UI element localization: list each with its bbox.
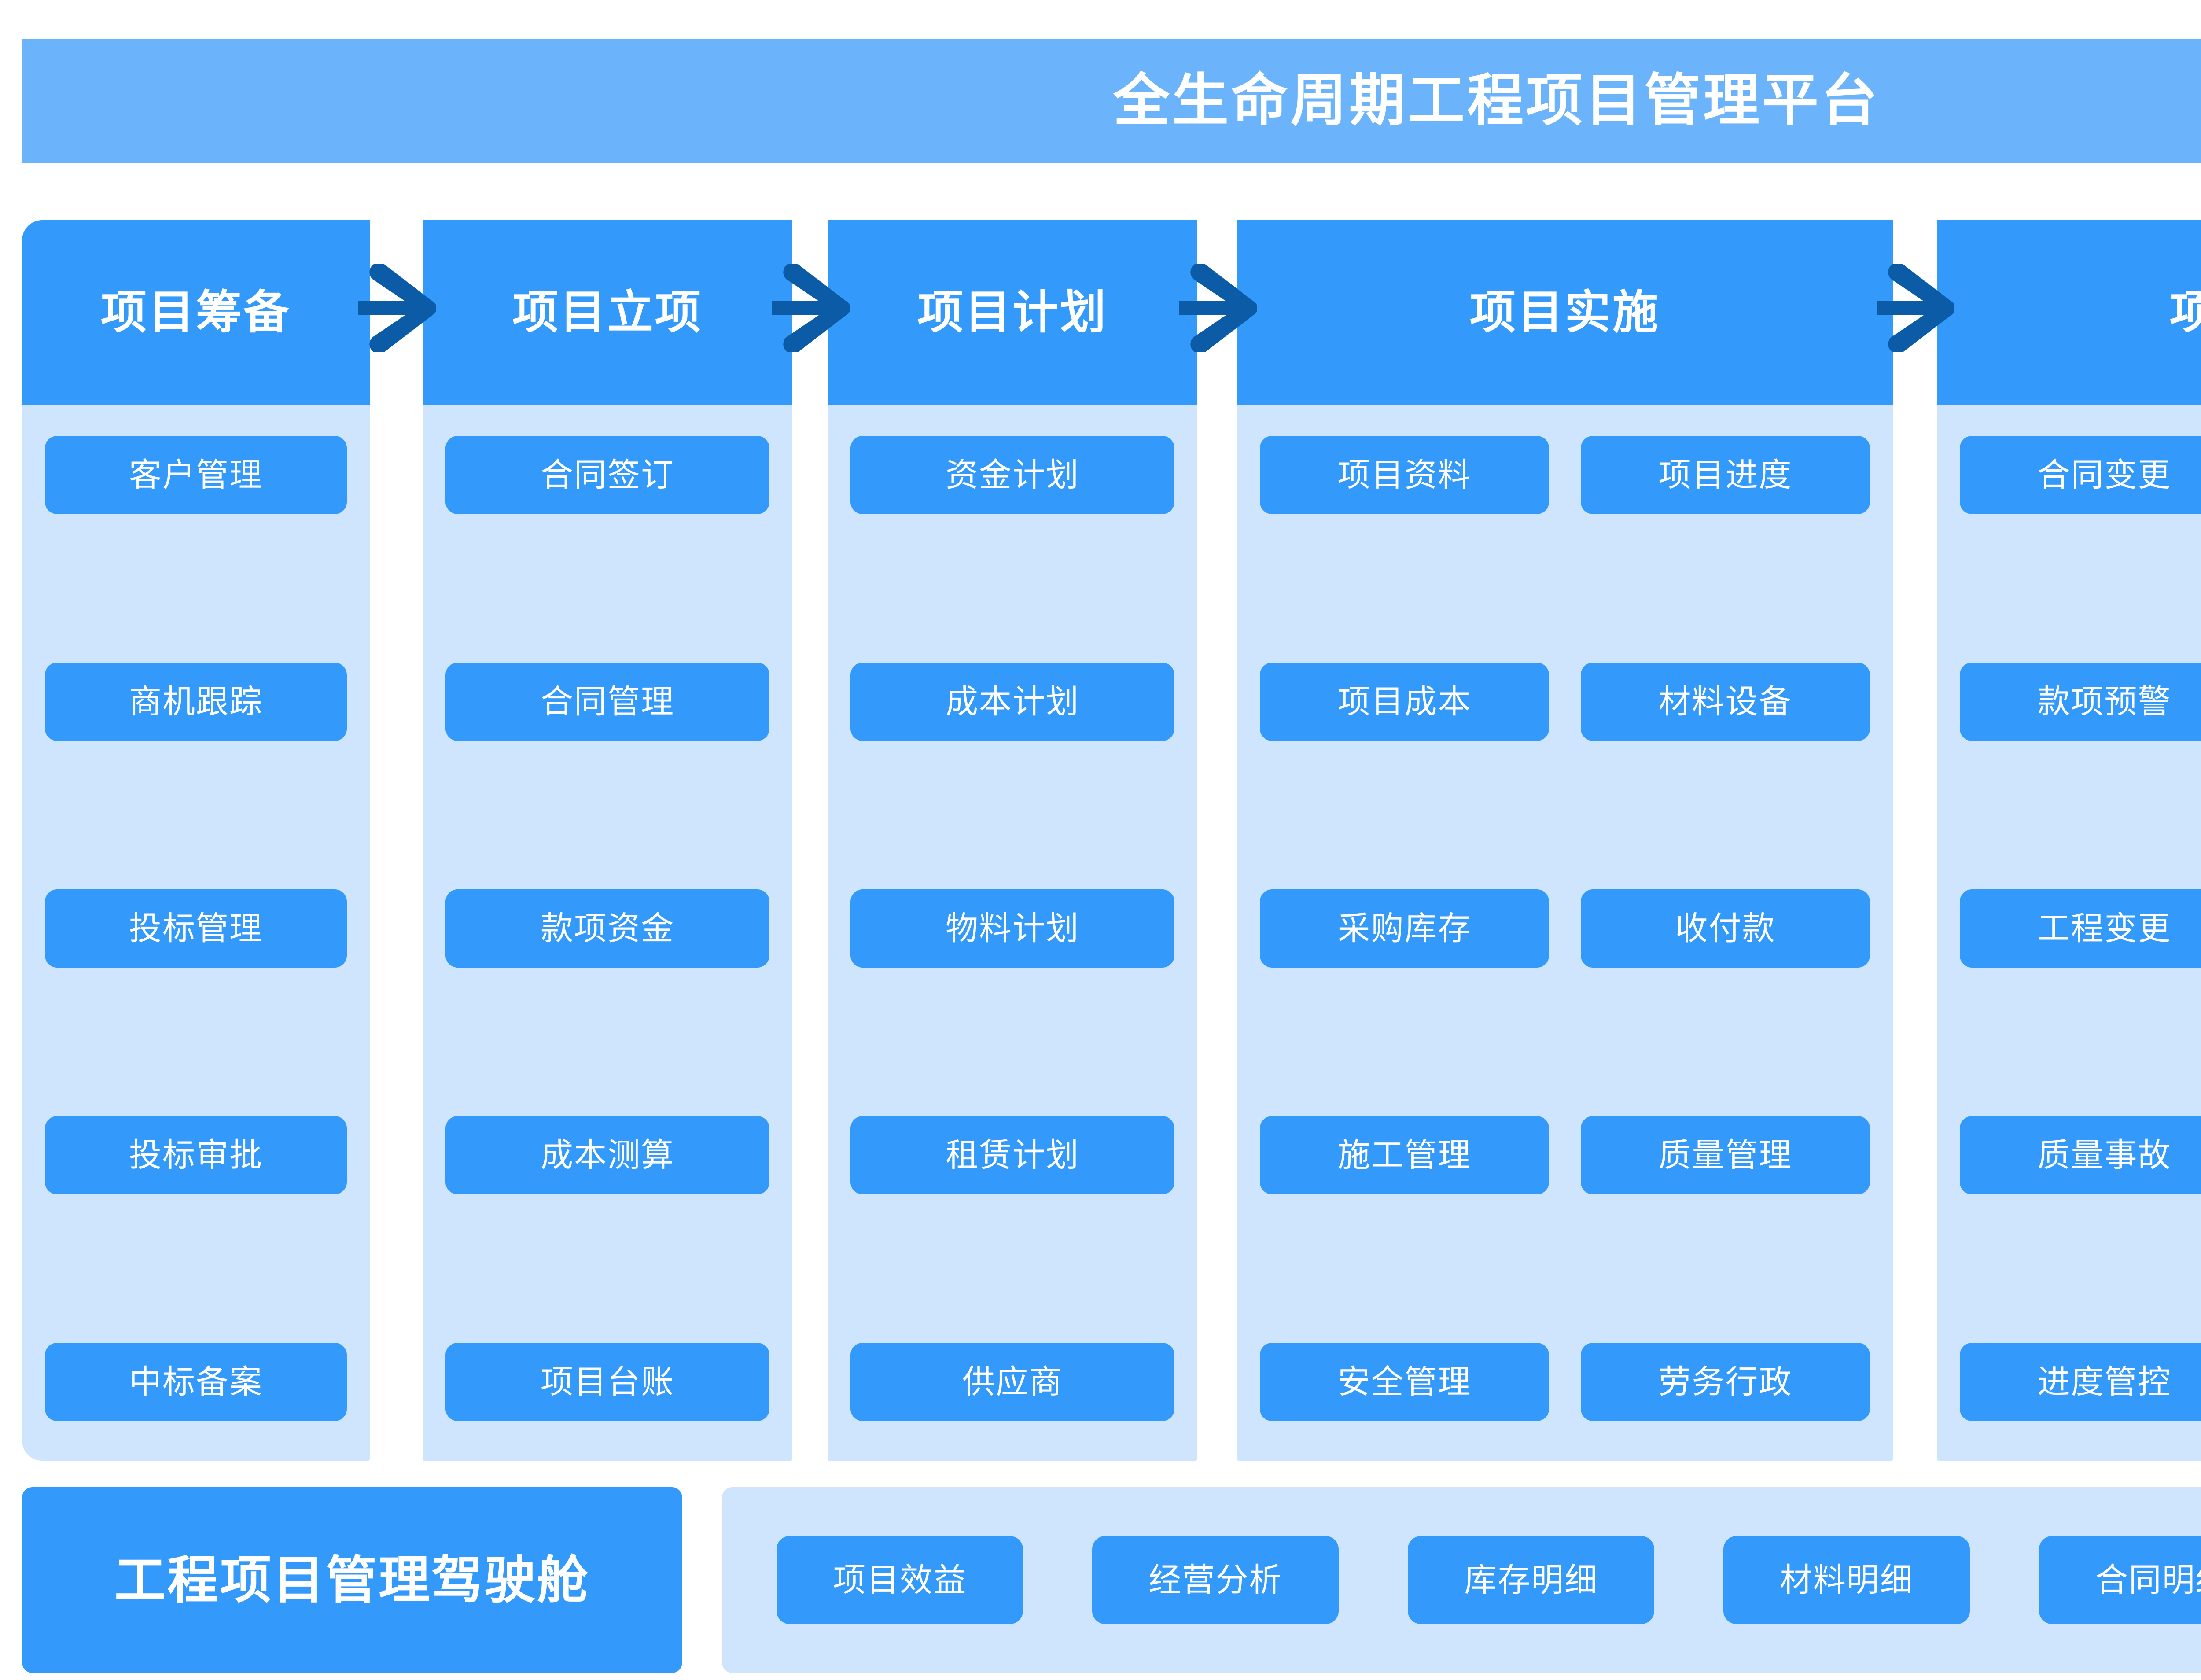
stage-module-subcolumn: 资金计划成本计划物料计划租赁计划供应商 (850, 436, 1174, 1421)
stage-column-preparation: 项目筹备客户管理商机跟踪投标管理投标审批中标备案 (22, 220, 370, 1461)
cockpit-title: 工程项目管理驾驶舱 (114, 1551, 590, 1609)
module-chip[interactable]: 安全管理 (1260, 1343, 1549, 1421)
arrow-right-icon (1875, 264, 1954, 352)
module-chip[interactable]: 款项预警 (1960, 663, 2201, 741)
stage-header-planning[interactable]: 项目计划 (828, 220, 1197, 405)
cockpit-title-block: 工程项目管理驾驶舱 (22, 1487, 682, 1673)
module-chip[interactable]: 进度管控 (1960, 1343, 2201, 1421)
module-chip[interactable]: 商机跟踪 (45, 663, 347, 741)
stage-header-execution[interactable]: 项目实施 (1237, 220, 1893, 405)
stage-header-initiation[interactable]: 项目立项 (423, 220, 792, 405)
module-chip[interactable]: 物料计划 (850, 889, 1174, 968)
stage-module-subcolumn: 客户管理商机跟踪投标管理投标审批中标备案 (45, 436, 347, 1421)
stage-module-subcolumn: 合同变更款项预警工程变更质量事故进度管控 (1960, 436, 2201, 1421)
module-chip[interactable]: 合同管理 (445, 663, 769, 741)
stage-module-subcolumn: 项目进度材料设备收付款质量管理劳务行政 (1581, 436, 1870, 1421)
stage-module-list: 合同变更款项预警工程变更质量事故进度管控库存预警款项提醒安全事故监管溯源安防监控 (1937, 405, 2201, 1461)
cockpit-panel: 项目效益经营分析库存明细材料明细合同明细成本明细进度明细 (722, 1487, 2201, 1673)
module-chip[interactable]: 项目进度 (1581, 436, 1870, 514)
module-chip[interactable]: 供应商 (850, 1343, 1174, 1421)
module-chip[interactable]: 工程变更 (1960, 889, 2201, 968)
cockpit-chip[interactable]: 合同明细 (2039, 1536, 2201, 1624)
module-chip[interactable]: 质量管理 (1581, 1116, 1870, 1194)
cockpit-chip[interactable]: 经营分析 (1092, 1536, 1339, 1624)
arrow-right-icon (770, 264, 850, 352)
module-chip[interactable]: 合同变更 (1960, 436, 2201, 514)
stage-module-subcolumn: 项目资料项目成本采购库存施工管理安全管理 (1260, 436, 1549, 1421)
stage-header-risk-control[interactable]: 项目风控 (1937, 220, 2201, 405)
stage-column-execution: 项目实施项目资料项目成本采购库存施工管理安全管理项目进度材料设备收付款质量管理劳… (1237, 220, 1893, 1461)
page-title: 全生命周期工程项目管理平台 (1113, 69, 1880, 132)
module-chip[interactable]: 中标备案 (45, 1343, 347, 1421)
cockpit-chip[interactable]: 库存明细 (1408, 1536, 1655, 1624)
module-chip[interactable]: 资金计划 (850, 436, 1174, 514)
stage-header-label: 项目立项 (512, 287, 703, 338)
stage-module-list: 项目资料项目成本采购库存施工管理安全管理项目进度材料设备收付款质量管理劳务行政 (1237, 405, 1893, 1461)
module-chip[interactable]: 质量事故 (1960, 1116, 2201, 1194)
module-chip[interactable]: 采购库存 (1260, 889, 1549, 968)
stage-module-subcolumn: 合同签订合同管理款项资金成本测算项目台账 (445, 436, 769, 1421)
module-chip[interactable]: 客户管理 (45, 436, 347, 514)
stage-module-list: 资金计划成本计划物料计划租赁计划供应商 (828, 405, 1197, 1461)
cockpit-chip[interactable]: 项目效益 (777, 1536, 1023, 1624)
module-chip[interactable]: 投标管理 (45, 889, 347, 968)
module-chip[interactable]: 项目资料 (1260, 436, 1549, 514)
module-chip[interactable]: 投标审批 (45, 1116, 347, 1194)
arrow-right-icon (357, 264, 436, 352)
stage-column-initiation: 项目立项合同签订合同管理款项资金成本测算项目台账 (423, 220, 792, 1461)
stage-header-preparation[interactable]: 项目筹备 (22, 220, 370, 405)
module-chip[interactable]: 项目成本 (1260, 663, 1549, 741)
stage-header-label: 项目筹备 (100, 287, 291, 338)
stage-header-label: 项目计划 (917, 287, 1108, 338)
stage-header-label: 项目实施 (1469, 287, 1660, 338)
module-chip[interactable]: 材料设备 (1581, 663, 1870, 741)
module-chip[interactable]: 劳务行政 (1581, 1343, 1870, 1421)
cockpit-chip[interactable]: 材料明细 (1723, 1536, 1970, 1624)
module-chip[interactable]: 施工管理 (1260, 1116, 1549, 1194)
module-chip[interactable]: 成本测算 (445, 1116, 769, 1194)
arrow-right-icon (1178, 264, 1257, 352)
module-chip[interactable]: 租赁计划 (850, 1116, 1174, 1194)
stage-column-planning: 项目计划资金计划成本计划物料计划租赁计划供应商 (828, 220, 1197, 1461)
platform-title-banner: 全生命周期工程项目管理平台 (22, 39, 2201, 163)
module-chip[interactable]: 项目台账 (445, 1343, 769, 1421)
stage-module-list: 客户管理商机跟踪投标管理投标审批中标备案 (22, 405, 370, 1461)
stage-column-risk-control: 项目风控合同变更款项预警工程变更质量事故进度管控库存预警款项提醒安全事故监管溯源… (1937, 220, 2201, 1461)
module-chip[interactable]: 成本计划 (850, 663, 1174, 741)
stage-header-label: 项目风控 (2169, 287, 2201, 338)
module-chip[interactable]: 款项资金 (445, 889, 769, 968)
module-chip[interactable]: 收付款 (1581, 889, 1870, 968)
stage-module-list: 合同签订合同管理款项资金成本测算项目台账 (423, 405, 792, 1461)
module-chip[interactable]: 合同签订 (445, 436, 769, 514)
